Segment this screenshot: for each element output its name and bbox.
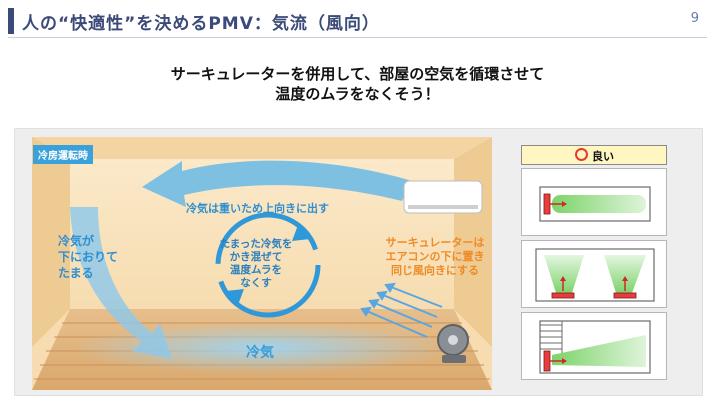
mix-label: たまった冷気を かき混ぜて 温度ムラを なくす: [219, 238, 293, 289]
heavy-air-label: 冷気は重いため上向きに出す: [186, 202, 329, 215]
title-accent-bar: [8, 8, 14, 34]
circle-arrowhead-2: [226, 289, 244, 305]
title-divider: [8, 37, 707, 38]
cool-down-label: 冷気が 下におりて たまる: [58, 234, 119, 280]
airflow-diagram-3: [521, 312, 667, 380]
cool-air-pool: [72, 322, 452, 374]
circulation-circle: [215, 212, 321, 318]
ceiling: [32, 137, 492, 159]
headline-line-2: 温度のムラをなくそう！: [275, 85, 440, 103]
page-number: 9: [690, 11, 699, 26]
airflow-arrow-down: [70, 207, 172, 359]
room-illustration: [32, 137, 492, 390]
circulator-label: サーキュレーターは エアコンの下に置き 同じ風向きにする: [385, 236, 485, 277]
circle-arrowhead-1: [292, 225, 310, 241]
good-legend-header: [521, 145, 667, 165]
good-label: 良い: [592, 150, 614, 163]
left-wall: [32, 137, 70, 347]
circulator-fan-icon: [437, 324, 469, 363]
floor-cool-label: 冷気: [246, 345, 274, 361]
airflow-arrow-top: [142, 160, 412, 207]
headline-line-1: サーキュレーターを併用して、部屋の空気を循環させて: [170, 65, 545, 83]
airflow-diagram-1: [521, 168, 667, 236]
good-circle-icon: [575, 148, 588, 161]
slide-title: 人の“快適性”を決めるPMV：気流（風向）: [22, 14, 380, 34]
mode-tag: 冷房運転時: [33, 145, 93, 164]
air-conditioner-icon: [403, 180, 483, 214]
airflow-diagram-2: [521, 240, 667, 308]
circulator-airflow-icon: [360, 282, 443, 338]
